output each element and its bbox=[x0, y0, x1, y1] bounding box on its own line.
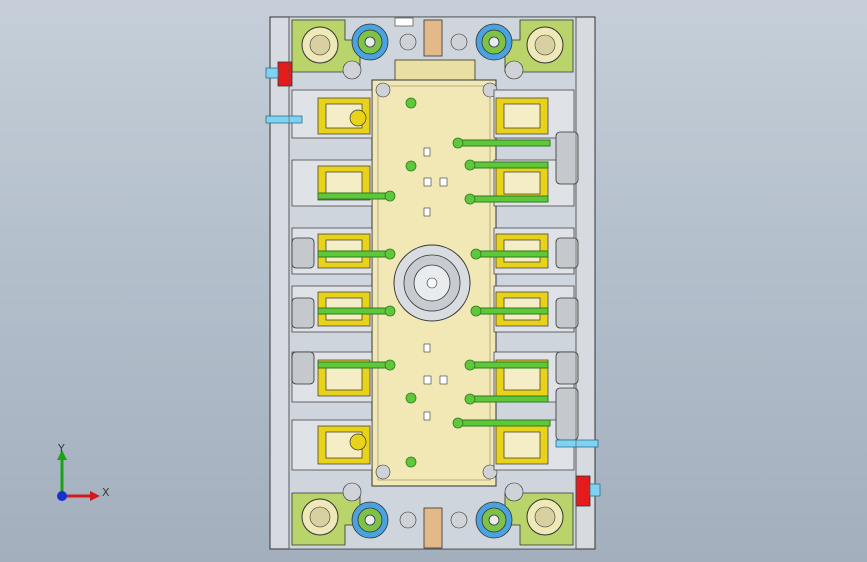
hydraulic-cylinder-left bbox=[277, 61, 293, 87]
x-axis-label: X bbox=[102, 486, 110, 499]
cooling-plugs bbox=[384, 97, 482, 468]
top-sprue-bushing bbox=[423, 19, 443, 57]
cavity-inserts bbox=[423, 147, 448, 421]
x-axis-head bbox=[90, 491, 100, 501]
left-slider-stack bbox=[291, 89, 373, 471]
sprue-hole bbox=[426, 277, 438, 289]
side-cylinders bbox=[291, 131, 579, 441]
cooling-rods bbox=[317, 139, 551, 427]
hydraulic-cylinder-right bbox=[575, 475, 591, 507]
cavity-plate-inner bbox=[377, 85, 491, 481]
bottom-sprue-bushing bbox=[423, 507, 443, 549]
leader-bushings bbox=[351, 23, 513, 539]
top-label-box bbox=[394, 17, 414, 27]
clamp-bolts bbox=[342, 33, 524, 529]
water-fittings bbox=[265, 67, 601, 497]
y-axis-head bbox=[57, 450, 67, 460]
y-axis-label: Y bbox=[58, 442, 65, 455]
top-runner-bar bbox=[394, 59, 476, 83]
orientation-triad bbox=[57, 450, 100, 501]
z-axis-dot bbox=[57, 491, 67, 501]
